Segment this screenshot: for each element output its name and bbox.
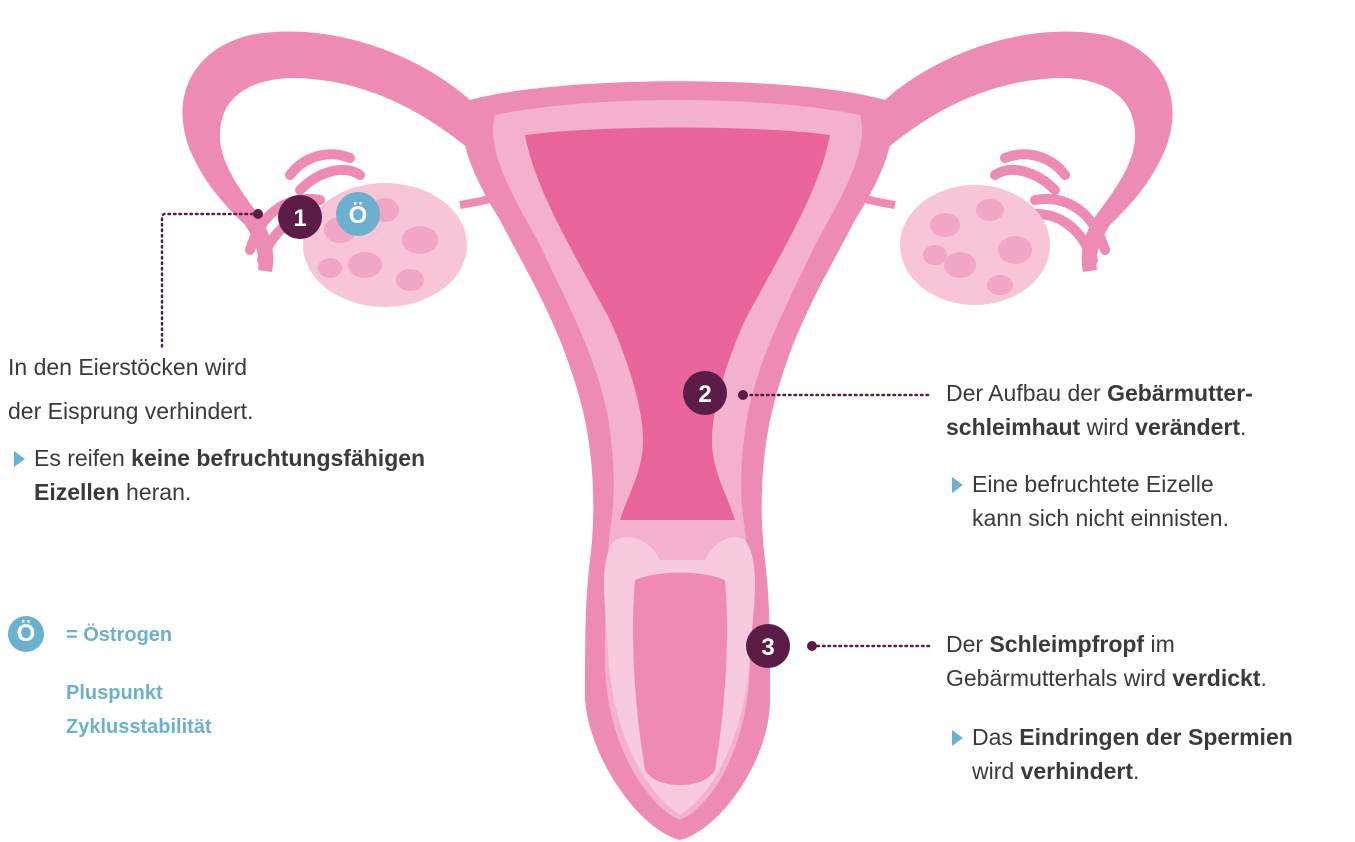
marker-1-label: 1 — [293, 205, 306, 232]
callout-3-bold-2: verdickt — [1172, 665, 1260, 691]
callout-1-line-1: In den Eierstöcken wird — [8, 350, 247, 384]
marker-3-label: 3 — [761, 634, 774, 661]
marker-oe-label: Ö — [349, 202, 368, 229]
callout-1-bullet-pre: Es reifen — [34, 445, 131, 471]
cervical-canal — [633, 573, 727, 786]
callout-1-bullet: Es reifen keine befruchtungsfähigen Eize… — [34, 441, 425, 509]
callout-3-end: . — [1260, 665, 1266, 691]
callout-1-bullet-bold-2: Eizellen — [34, 479, 120, 505]
callout-1-bullet-post: heran. — [120, 479, 192, 505]
callout-2-bold-3: verändert — [1135, 414, 1240, 440]
callout-3-bullet: Das Eindringen der Spermien wird verhind… — [972, 720, 1352, 788]
callout-1-line-2: der Eisprung verhindert. — [8, 394, 253, 428]
callout-3-text: Der Schleimpfropf im Gebärmutterhals wir… — [946, 627, 1351, 695]
legend-line-1: Pluspunkt — [66, 678, 163, 708]
legend-line-2: Zyklusstabilität — [66, 712, 212, 742]
callout-3-pre: Der — [946, 631, 989, 657]
callout-3-line-2-pre: Gebärmutterhals wird — [946, 665, 1172, 691]
callout-2-pre: Der Aufbau der — [946, 380, 1107, 406]
callout-2-end: . — [1240, 414, 1246, 440]
estrogen-symbol: Ö — [8, 616, 44, 652]
callout-3-bullet-line-2-pre: wird — [972, 758, 1021, 784]
bullet-arrow-2 — [952, 477, 963, 493]
marker-2-label: 2 — [698, 381, 711, 408]
callout-1-bullet-bold: keine befruchtungsfähigen — [131, 445, 425, 471]
callout-2-bullet-line-1: Eine befruchtete Eizelle — [972, 471, 1214, 497]
callout-3-post-1: im — [1144, 631, 1175, 657]
callout-2-bullet-line-2: kann sich nicht einnisten. — [972, 505, 1229, 531]
estrogen-label: = Östrogen — [66, 620, 172, 650]
callout-2-bold-1: Gebärmutter- — [1107, 380, 1253, 406]
callout-2-bullet: Eine befruchtete Eizelle kann sich nicht… — [972, 467, 1229, 535]
callout-2-text: Der Aufbau der Gebärmutter- schleimhaut … — [946, 376, 1346, 444]
leader-line-1 — [162, 214, 258, 350]
callout-3-bullet-end: . — [1133, 758, 1139, 784]
bullet-arrow-1 — [14, 451, 25, 467]
callout-2-mid: wird — [1080, 414, 1135, 440]
callout-3-bullet-bold: Eindringen der Spermien — [1019, 724, 1293, 750]
bullet-arrow-3 — [952, 730, 963, 746]
callout-3-bold-1: Schleimpfropf — [989, 631, 1144, 657]
callout-2-bold-2: schleimhaut — [946, 414, 1080, 440]
callout-3-bullet-bold-2: verhindert — [1021, 758, 1133, 784]
callout-3-bullet-pre: Das — [972, 724, 1019, 750]
